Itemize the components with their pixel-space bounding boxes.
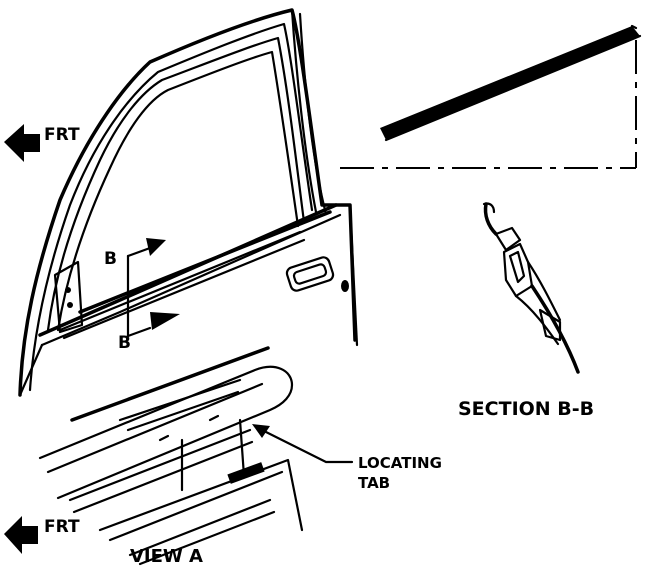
b-arrow-top-icon xyxy=(146,238,166,256)
view-a-label: VIEW A xyxy=(130,546,203,567)
frt-label-bottom: FRT xyxy=(44,517,80,537)
locating-tab-label-line2: TAB xyxy=(358,474,390,492)
b-label-top: B xyxy=(104,249,117,269)
locating-tab xyxy=(227,462,265,484)
b-arrow-bottom-icon xyxy=(150,312,180,330)
b-label-bottom: B xyxy=(118,333,131,353)
belt-molding-strip xyxy=(380,24,642,142)
door-window-frame xyxy=(18,8,338,397)
locating-tab-label-line1: LOCATING xyxy=(358,454,442,472)
front-arrow-bottom-icon xyxy=(4,516,38,554)
front-arrow-top-icon xyxy=(4,124,40,162)
locating-tab-callout: LOCATING TAB xyxy=(252,424,442,492)
section-bb-detail: SECTION B-B xyxy=(458,202,594,420)
front-arrow-bottom: FRT xyxy=(4,516,80,554)
view-a-detail xyxy=(38,346,304,566)
section-bb-label: SECTION B-B xyxy=(458,398,594,420)
section-marker-b: B B xyxy=(104,238,180,353)
front-arrow-top: FRT xyxy=(4,124,80,162)
frt-label-top: FRT xyxy=(44,125,80,145)
door-panel xyxy=(18,203,359,397)
leader-lines xyxy=(340,40,637,169)
